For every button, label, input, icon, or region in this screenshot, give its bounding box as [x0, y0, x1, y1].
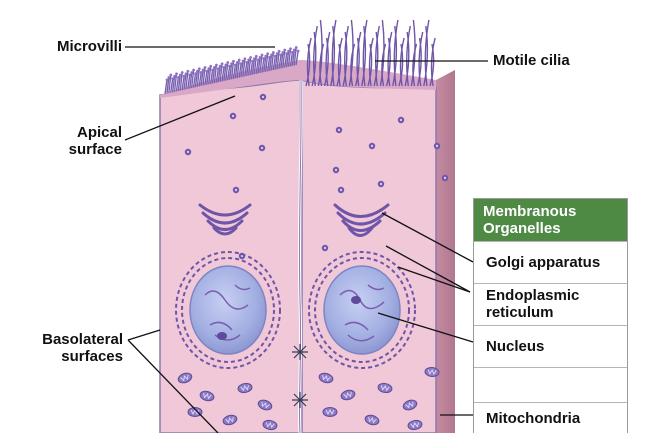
cilia-group: [305, 19, 436, 87]
label-basolateral-surfaces: Basolateral surfaces: [42, 331, 123, 365]
legend-row-nucleus: Nucleus: [474, 325, 627, 368]
nucleus-left: [189, 265, 267, 355]
legend-item-nucleus: Nucleus: [486, 338, 545, 355]
apical-top-face: [160, 60, 436, 98]
legend-row-golgi: Golgi apparatus: [474, 241, 627, 284]
mitochondria-group: [177, 366, 440, 431]
block-side-face: [436, 70, 455, 433]
label-microvilli: Microvilli: [56, 38, 122, 55]
golgi-left: [198, 203, 252, 236]
leader-lines: [124, 46, 488, 433]
label-motile-cilia: Motile cilia: [493, 52, 570, 69]
legend-item-mitochondria: Mitochondria: [486, 410, 581, 427]
desmosomes: [292, 344, 308, 408]
vesicles-group: [184, 93, 449, 260]
legend-row-mitochondria: Mitochondria: [474, 402, 627, 435]
er-left: [175, 251, 281, 369]
organelle-legend: Membranous Organelles Golgi apparatus En…: [473, 198, 628, 433]
label-apical-surface: Apical surface: [68, 124, 122, 158]
legend-title: Membranous Organelles: [474, 199, 627, 241]
legend-row-spacer: [474, 367, 627, 403]
nucleus-right: [323, 265, 401, 355]
legend-item-er: Endoplasmic reticulum: [486, 287, 580, 321]
microvilli-group: [164, 46, 300, 94]
legend-item-golgi: Golgi apparatus: [486, 254, 601, 271]
legend-row-er: Endoplasmic reticulum: [474, 283, 627, 326]
golgi-right: [333, 203, 390, 237]
er-right: [308, 251, 416, 369]
